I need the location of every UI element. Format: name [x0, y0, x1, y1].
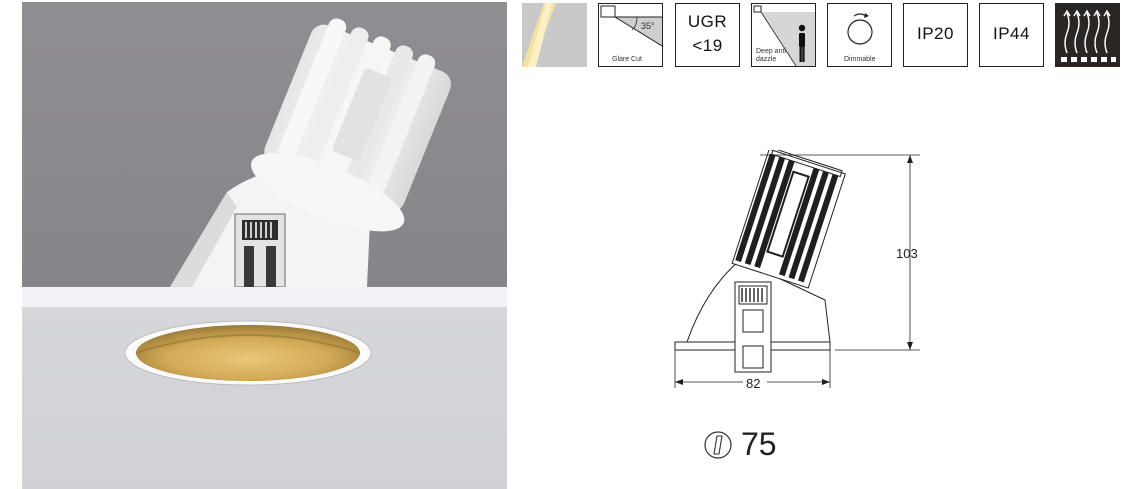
dimension-drawing: 103 82 — [665, 147, 925, 395]
product-photo-angled — [22, 2, 507, 287]
height-dimension: 103 — [896, 246, 918, 261]
ugr-badge: UGR <19 — [675, 3, 740, 67]
glare-cut-label: Glare Cut — [612, 56, 642, 63]
beam-angle-icon — [522, 3, 587, 67]
dimmable-badge: Dimmable — [827, 3, 892, 67]
dimmable-label: Dimmable — [844, 56, 876, 63]
ip44-label: IP44 — [993, 24, 1030, 43]
ugr-line1: UGR — [687, 12, 728, 31]
photo-divider — [22, 287, 507, 307]
cutout-value: 75 — [741, 426, 777, 462]
heat-dissipation-icon — [1055, 3, 1120, 67]
dimmer-knob-icon — [847, 13, 873, 45]
width-dimension: 82 — [746, 376, 761, 391]
deep-anti-dazzle-line2: dazzle — [756, 56, 777, 63]
product-photo-installed — [22, 307, 507, 489]
cutout-diameter-icon — [704, 431, 732, 459]
person-shade-icon — [753, 5, 815, 66]
ugr-line2: <19 — [692, 36, 723, 55]
ip20-badge: IP20 — [903, 3, 968, 67]
ip44-badge: IP44 — [979, 3, 1044, 67]
glare-cut-angle: 35° — [641, 21, 655, 31]
glare-cut-icon — [600, 5, 662, 47]
deep-anti-dazzle-badge: Deep anti dazzle — [751, 3, 816, 67]
ip20-label: IP20 — [917, 24, 954, 43]
deep-anti-dazzle-line1: Deep anti — [756, 48, 786, 55]
glare-cut-badge: 35° Glare Cut — [598, 3, 663, 67]
